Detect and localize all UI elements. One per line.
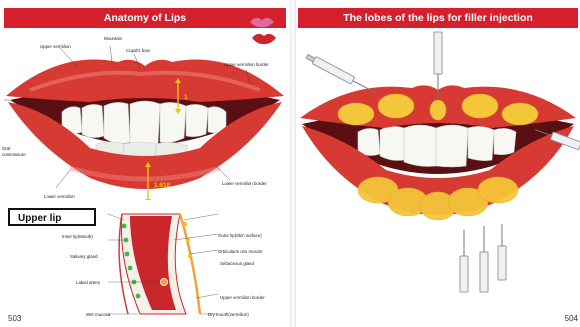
label-upper-vermilion: Upper vermilion xyxy=(40,44,71,49)
label-upper-vermilion-border-2: Upper vermilion border xyxy=(220,295,265,300)
upper-lip-title: Upper lip xyxy=(8,208,96,226)
label-mountain: Mountain xyxy=(104,36,122,41)
label-labial-artery: Labial artery xyxy=(76,280,100,285)
page-number-left: 503 xyxy=(8,314,21,323)
label-outer-lip: Outer lip(Skin surface) xyxy=(218,233,262,238)
ratio-lower: 1.618 xyxy=(154,182,170,189)
label-oral-commissure-1: Oral xyxy=(2,146,10,151)
label-dry-mouth: Dry mouth(vermilion) xyxy=(208,312,249,317)
page-number-right: 504 xyxy=(565,314,578,323)
label-lower-vermilion-border: Lower vermilion border xyxy=(222,181,267,186)
lip-cross-section xyxy=(108,210,218,322)
filler-lips-illustration xyxy=(296,28,580,327)
ratio-upper: 1 xyxy=(184,94,188,101)
label-cupids-bow: Cupid's bow xyxy=(126,48,150,53)
label-salivary-gland: Salivary gland xyxy=(70,254,98,259)
label-oral-commissure-2: commissure xyxy=(2,152,26,157)
label-orbicularis: Orbicularis oris muscle xyxy=(218,249,262,254)
label-wet-mucosa: Wet mucosa xyxy=(86,312,110,317)
right-page: The lobes of the lips for filler injecti… xyxy=(296,0,580,327)
label-inner-lip: Inner lip(Mouth) xyxy=(62,234,93,239)
label-upper-vermilion-border: Upper vermilion border xyxy=(224,62,269,67)
right-banner: The lobes of the lips for filler injecti… xyxy=(298,8,578,28)
label-sebaceous: Sebaceous gland xyxy=(220,261,254,266)
label-lower-vermilion: Lower vermilion xyxy=(44,194,75,199)
left-page: Anatomy of Lips xyxy=(0,0,290,327)
